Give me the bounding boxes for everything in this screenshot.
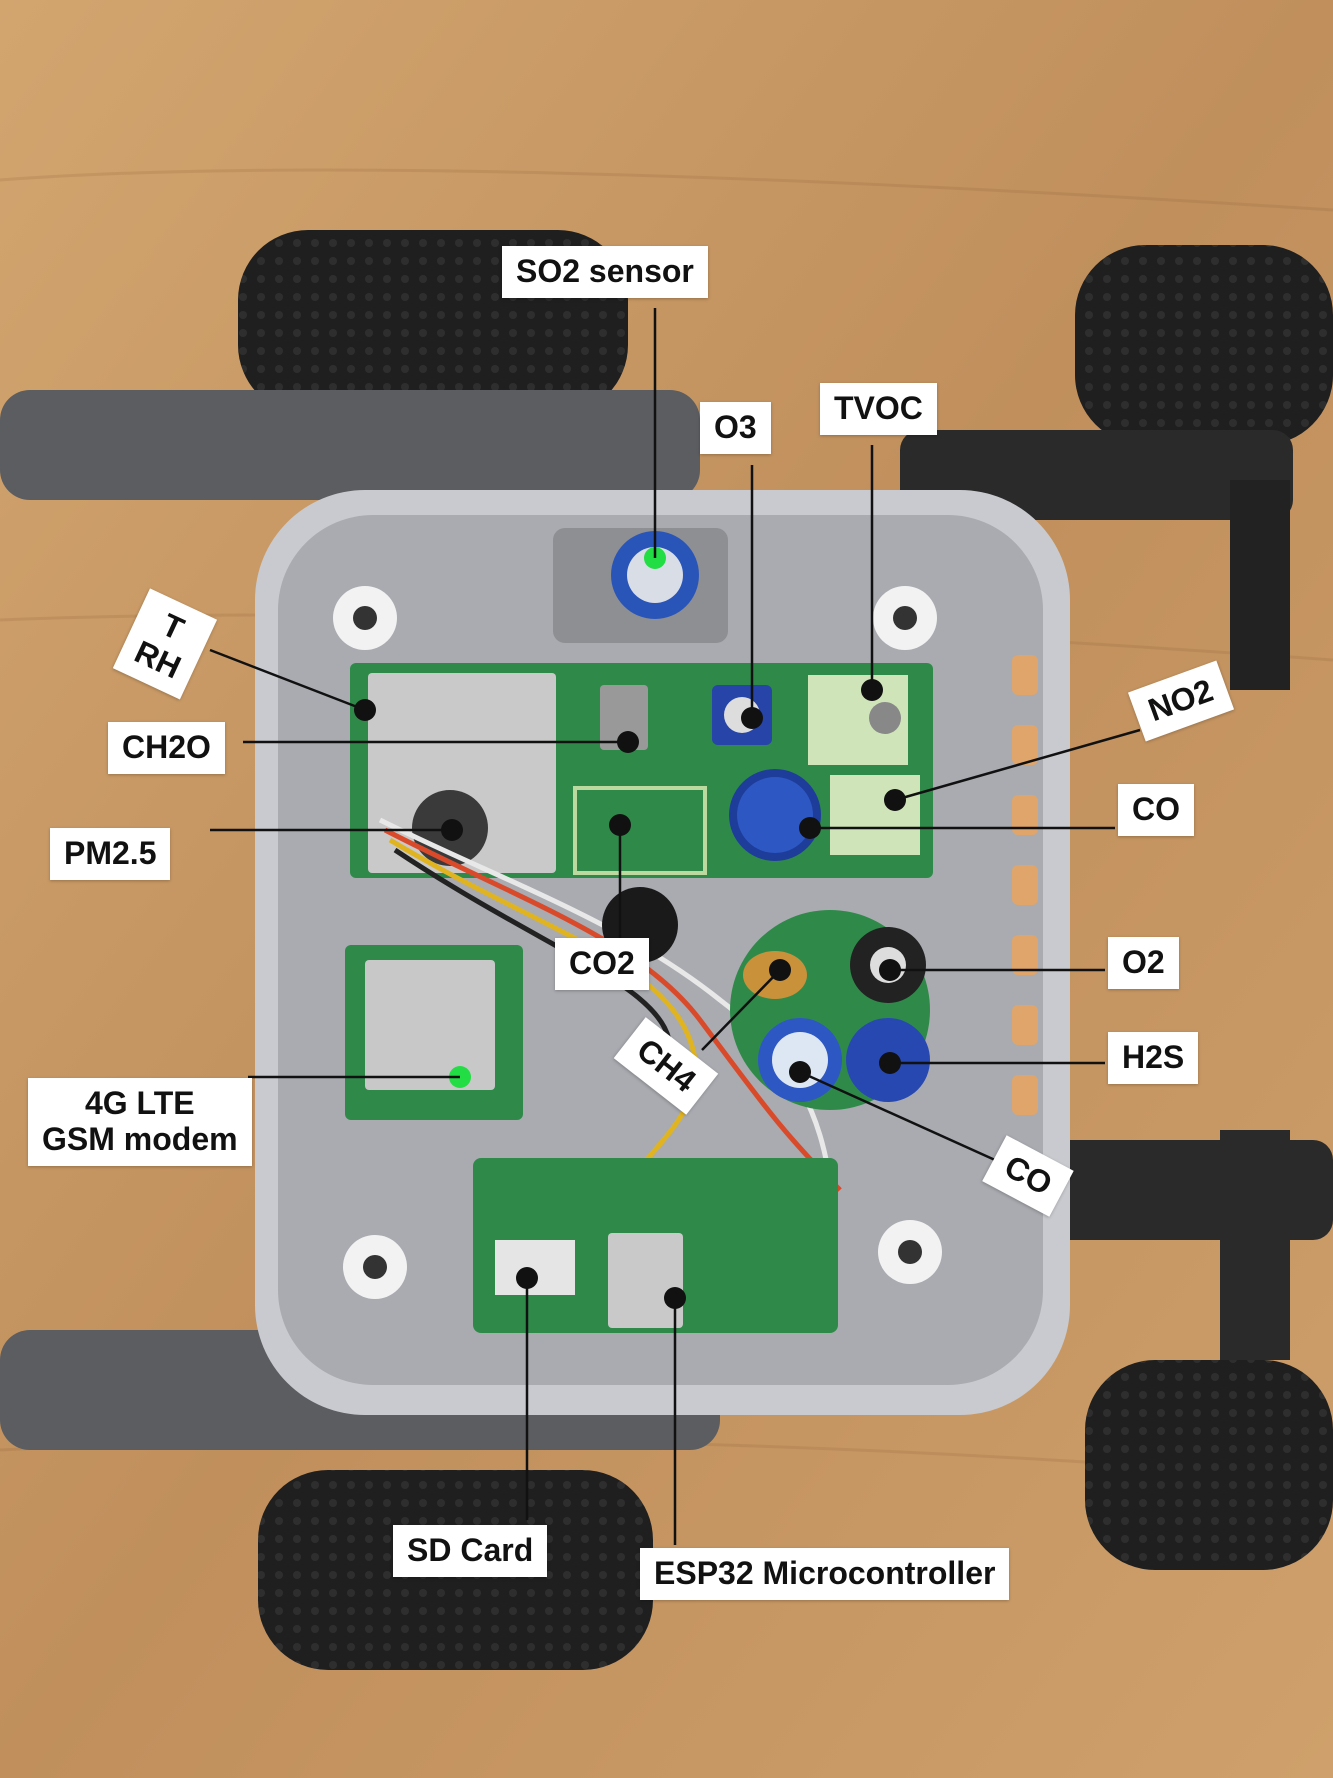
label-tvoc: TVOC	[820, 383, 937, 435]
label-co2: CO2	[555, 938, 649, 990]
label-co-top: CO	[1118, 784, 1194, 836]
chassis-arm-right-lower	[1220, 1130, 1290, 1360]
label-so2-sensor: SO2 sensor	[502, 246, 708, 298]
label-pm25: PM2.5	[50, 828, 171, 880]
mount-holes	[333, 586, 942, 1299]
chassis-arm-right-vertical	[1230, 480, 1290, 690]
chassis-arm-top	[0, 390, 700, 500]
black-markers	[354, 679, 906, 1309]
label-ch2o: CH2O	[108, 722, 225, 774]
no2-sensor-board	[830, 775, 920, 855]
leader-lines	[209, 308, 1141, 1545]
label-esp32-microcontroller: ESP32 Microcontroller	[640, 1548, 1010, 1600]
label-gsm-modem: GSM modem	[42, 1120, 238, 1157]
label-4g-lte-modem: 4G LTE GSM modem	[28, 1078, 252, 1166]
esp32-module	[608, 1233, 683, 1328]
label-sd-card: SD Card	[393, 1525, 548, 1577]
label-o3: O3	[700, 402, 771, 454]
label-o2: O2	[1108, 937, 1179, 989]
label-h2s: H2S	[1108, 1032, 1199, 1084]
vent-holes-right	[1012, 655, 1038, 1115]
label-4g-lte: 4G LTE	[84, 1085, 195, 1121]
co2-sensor-board	[573, 786, 707, 875]
modem-chip	[365, 960, 495, 1090]
wheel-top-right	[1075, 245, 1333, 445]
ch2o-sensor	[600, 685, 648, 750]
wheel-bottom-right	[1085, 1360, 1333, 1570]
sd-card-slot	[495, 1240, 575, 1295]
